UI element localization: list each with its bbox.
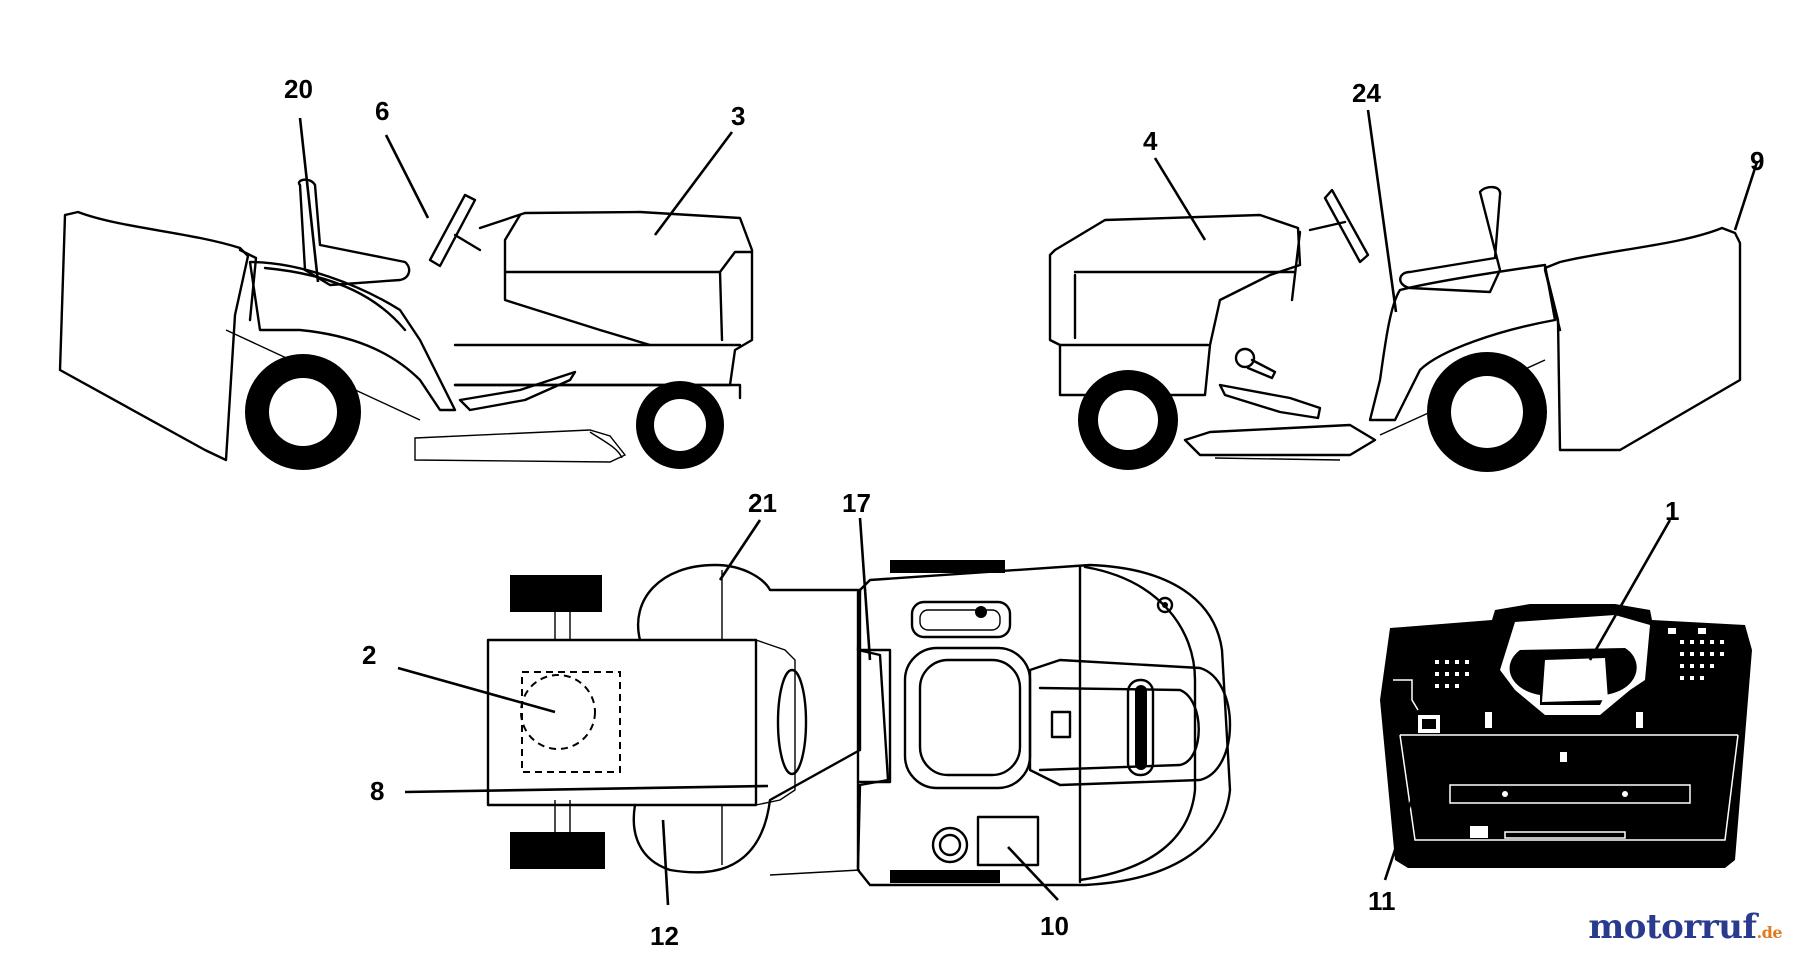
callout-24: 24 — [1352, 78, 1381, 108]
callout-20: 20 — [284, 74, 313, 104]
leader-lines — [298, 109, 1759, 906]
tractor-side-view-right — [1048, 185, 1742, 472]
callout-4: 4 — [1143, 126, 1158, 156]
callout-3: 3 — [731, 101, 745, 131]
tractor-side-view-left — [58, 178, 754, 470]
callout-8: 8 — [370, 776, 384, 806]
tractor-top-view — [486, 560, 1232, 887]
callout-10: 10 — [1040, 911, 1069, 941]
callout-6: 6 — [375, 96, 389, 126]
motoruf-watermark-logo: motorruf.de — [1588, 907, 1782, 947]
callout-21: 21 — [748, 488, 777, 518]
dashboard-panel-view — [1380, 604, 1752, 868]
callout-2: 2 — [362, 640, 376, 670]
callout-labels: 20 6 3 24 4 9 21 17 1 2 8 12 10 11 — [284, 74, 1764, 951]
callout-17: 17 — [842, 488, 871, 518]
callout-1: 1 — [1665, 496, 1679, 526]
callout-9: 9 — [1750, 146, 1764, 176]
callout-11: 11 — [1368, 886, 1396, 916]
callout-12: 12 — [650, 921, 679, 951]
